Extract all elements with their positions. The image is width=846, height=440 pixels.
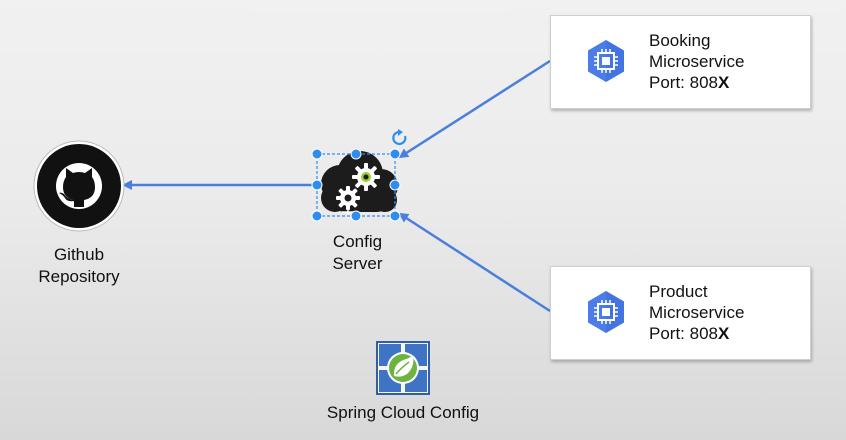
resize-handle-bottom-left[interactable] [311,210,323,222]
compute-engine-icon [588,291,624,333]
arrow-booking-to-config[interactable] [398,59,551,159]
cloud-gears-icon [316,151,398,218]
rotate-handle-icon[interactable] [392,129,407,146]
product-port-suffix: X [718,324,730,343]
booking-microservice-card[interactable]: Booking Microservice Port: 808X [550,15,811,109]
resize-handle-top-left[interactable] [311,148,323,160]
product-port-prefix: Port: 808 [649,324,718,343]
product-name: Product [649,282,708,301]
booking-card-text: Booking Microservice Port: 808X [649,30,744,93]
config-server-node[interactable] [305,128,410,228]
resize-handle-right[interactable] [389,179,401,191]
config-server-label-line2: Server [332,254,383,273]
github-node[interactable] [33,140,125,232]
github-label-line1: Github [53,245,105,264]
booking-port-suffix: X [718,73,730,92]
compute-engine-icon [588,40,624,82]
booking-port-prefix: Port: 808 [649,73,718,92]
spring-cloud-config-label: Spring Cloud Config [326,403,480,422]
config-server-label: Config Server [300,231,415,275]
product-microservice-card[interactable]: Product Microservice Port: 808X [550,266,811,360]
arrow-product-to-config[interactable] [398,212,551,313]
product-port: Port: 808X [649,323,744,344]
github-label-line2: Repository [38,267,120,286]
resize-handle-left[interactable] [311,179,323,191]
booking-port: Port: 808X [649,72,744,93]
booking-type: Microservice [649,52,745,71]
github-label: Github Repository [22,244,136,288]
product-card-text: Product Microservice Port: 808X [649,281,744,344]
resize-handle-bottom-right[interactable] [389,210,401,222]
product-type: Microservice [649,303,745,322]
selection-handles [311,129,407,222]
spring-leaf-icon [376,341,430,395]
config-server-label-line1: Config [332,232,383,251]
booking-name: Booking [649,31,711,50]
github-icon [33,140,125,232]
spring-cloud-config-logo [376,341,430,395]
resize-handle-bottom[interactable] [350,210,362,222]
resize-handle-top[interactable] [350,148,362,160]
resize-handle-top-right[interactable] [389,148,401,160]
